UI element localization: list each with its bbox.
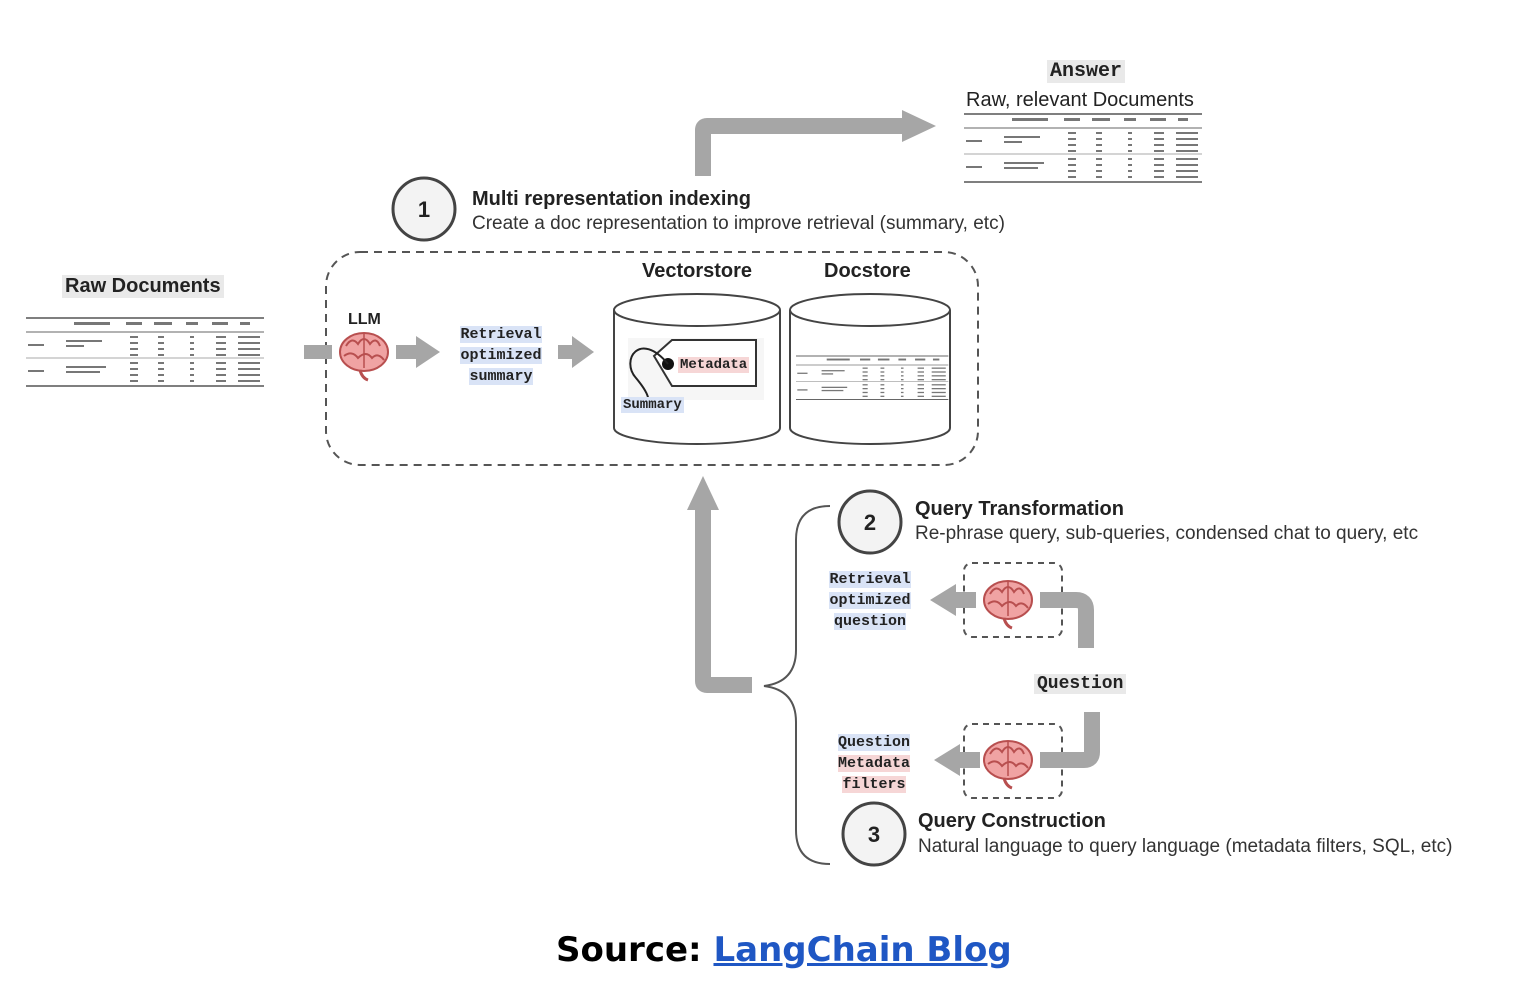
step3-description: Natural language to query language (meta… [918, 836, 1453, 857]
raw-documents-table-image [25, 317, 265, 387]
question-line-3: question [833, 613, 906, 630]
raw-documents-title: Raw Documents [62, 275, 224, 298]
step2-title: Query Transformation [915, 498, 1124, 520]
step1-description: Create a doc representation to improve r… [472, 213, 1005, 234]
answer-title: Answer [1047, 60, 1126, 83]
langchain-blog-link[interactable]: LangChain Blog [713, 930, 1012, 970]
summary-line-3: summary [469, 368, 533, 385]
llm-to-summary-arrow [396, 336, 440, 368]
docstore-cylinder [789, 293, 951, 445]
filters-line-2: Metadata [837, 755, 910, 772]
step3-title: Query Construction [918, 810, 1106, 832]
retrieval-summary-label: Retrieval optimized summary [458, 324, 544, 387]
step1-circle [391, 176, 457, 242]
summary-to-vectorstore-arrow [558, 336, 594, 368]
query-brace [763, 505, 831, 865]
step1-number: 1 [417, 197, 431, 222]
question-label: Question [1034, 674, 1127, 694]
answer-subtitle: Raw, relevant Documents [966, 89, 1194, 111]
answer-arrow [695, 110, 936, 176]
step2-number: 2 [863, 510, 877, 535]
filters-line-3: filters [842, 776, 906, 793]
source-prefix: Source: [556, 930, 714, 970]
summary-line-1: Retrieval [460, 326, 542, 343]
step3-number: 3 [867, 822, 881, 847]
question-to-transform-arrow [930, 584, 1094, 648]
question-line-1: Retrieval [829, 571, 911, 588]
metadata-filters-label: Question Metadata filters [832, 732, 916, 795]
filters-line-1: Question [837, 734, 910, 751]
step2-description: Re-phrase query, sub-queries, condensed … [915, 523, 1419, 544]
answer-table-image [963, 113, 1203, 183]
vectorstore-label: Vectorstore [642, 260, 753, 282]
metadata-tag-label: Metadata [678, 357, 750, 373]
step2-circle [837, 489, 903, 555]
query-to-index-arrow [687, 476, 752, 693]
retrieval-question-label: Retrieval optimized question [826, 569, 914, 632]
llm-label: LLM [348, 311, 381, 328]
question-to-construct-arrow [934, 712, 1100, 776]
construct-brain-icon [982, 739, 1034, 790]
summary-line-2: optimized [460, 347, 542, 364]
docstore-label: Docstore [824, 260, 911, 282]
step1-title: Multi representation indexing [472, 188, 751, 210]
source-footer: Source: LangChain Blog [556, 930, 1012, 970]
question-line-2: optimized [829, 592, 911, 609]
transform-brain-icon [982, 579, 1034, 630]
llm-brain-icon [338, 331, 390, 382]
step3-circle [841, 801, 907, 867]
raw-to-llm-arrow [304, 345, 332, 359]
summary-tag-label: Summary [621, 397, 684, 413]
